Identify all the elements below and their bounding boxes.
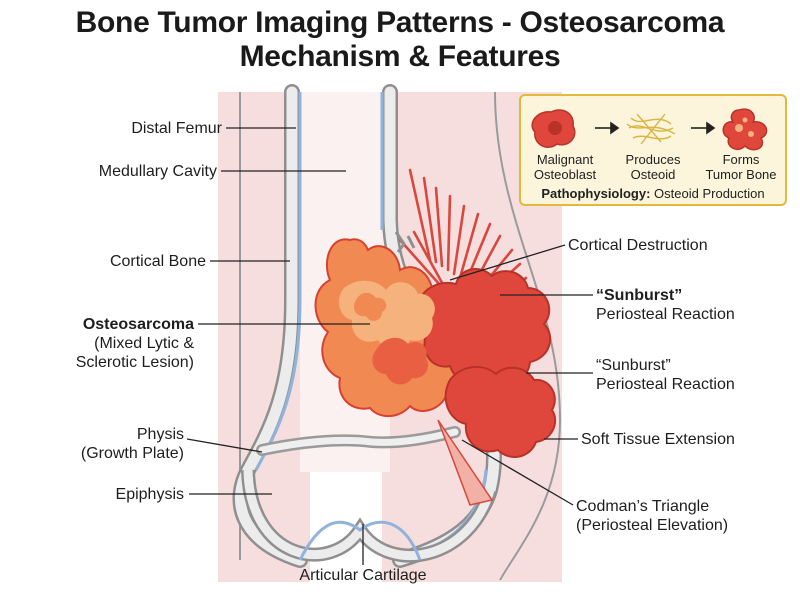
inset-step-3-line1: Forms: [722, 152, 760, 167]
label-osteosarcoma: Osteosarcoma (Mixed Lytic & Sclerotic Le…: [76, 315, 194, 372]
label-sunburst-1: “Sunburst” Periosteal Reaction: [596, 286, 735, 324]
label-sunburst-2-line1: “Sunburst”: [596, 357, 671, 374]
inset-step-2-line2: Osteoid: [630, 167, 676, 182]
label-cortical-bone: Cortical Bone: [109, 253, 206, 270]
label-physis: Physis (Growth Plate): [81, 425, 184, 463]
inset-step-1-line2: Osteoblast: [533, 167, 597, 182]
label-medullary-cavity: Medullary Cavity: [98, 163, 217, 180]
leader-lines: [186, 127, 593, 565]
inset-icons: [531, 108, 768, 151]
label-codmans-line1: Codman’s Triangle: [576, 498, 710, 515]
arrow-icon: [595, 121, 620, 135]
tumor-bone-icon: [722, 108, 768, 151]
articular-cartilage-line: [298, 520, 422, 561]
label-osteosarcoma-line3: Sclerotic Lesion): [75, 354, 194, 371]
inset-footer-text: Osteoid Production: [654, 186, 765, 201]
label-codmans-line2: (Periosteal Elevation): [576, 517, 729, 534]
inset-footer-bold: Pathophysiology:: [541, 186, 651, 201]
label-sunburst-1-line1: “Sunburst”: [596, 287, 683, 304]
label-sunburst-1-line2: Periosteal Reaction: [596, 306, 735, 323]
label-osteosarcoma-line2: (Mixed Lytic &: [94, 335, 194, 352]
title-line-1: Bone Tumor Imaging Patterns - Osteosarco…: [75, 6, 725, 39]
inset-footer: Pathophysiology: Osteoid Production: [521, 186, 785, 201]
label-physis-line1: Physis: [136, 426, 184, 443]
label-physis-line2: (Growth Plate): [80, 445, 184, 462]
inset-step-3-line2: Tumor Bone: [705, 167, 777, 182]
label-sunburst-2-line2: Periosteal Reaction: [596, 376, 735, 393]
label-distal-femur: Distal Femur: [131, 120, 222, 137]
inset-step-3: Forms Tumor Bone: [699, 152, 783, 182]
codman-triangle: [437, 419, 494, 506]
left-cortex-inner: [235, 86, 306, 566]
title-line-2: Mechanism & Features: [239, 40, 561, 73]
tumor-mass: [314, 238, 557, 458]
malignant-osteoblast-icon: [531, 109, 576, 148]
label-epiphysis: Epiphysis: [115, 486, 184, 503]
inset-step-1-line1: Malignant: [536, 152, 594, 167]
cortical-break: [394, 231, 416, 253]
physis-plate-inner: [258, 428, 459, 454]
label-osteosarcoma-title: Osteosarcoma: [82, 316, 194, 333]
label-codmans-triangle: Codman’s Triangle (Periosteal Elevation): [576, 497, 728, 535]
label-cortical-destruction: Cortical Destruction: [568, 237, 708, 254]
arrow-icon-2: [691, 121, 716, 135]
inset-step-2-line1: Produces: [625, 152, 681, 167]
inset-step-1: Malignant Osteoblast: [525, 152, 605, 182]
pathophysiology-inset: Malignant Osteoblast Produces Osteoid Fo…: [519, 94, 787, 206]
osteoid-fibers-icon: [626, 113, 676, 145]
page-title: Bone Tumor Imaging Patterns - Osteosarco…: [0, 6, 800, 74]
right-skin-outline: [494, 91, 562, 581]
label-articular-cartilage: Articular Cartilage: [299, 567, 427, 584]
inset-step-2: Produces Osteoid: [613, 152, 693, 182]
label-sunburst-2: “Sunburst” Periosteal Reaction: [596, 356, 735, 394]
label-soft-tissue-extension: Soft Tissue Extension: [581, 431, 735, 448]
